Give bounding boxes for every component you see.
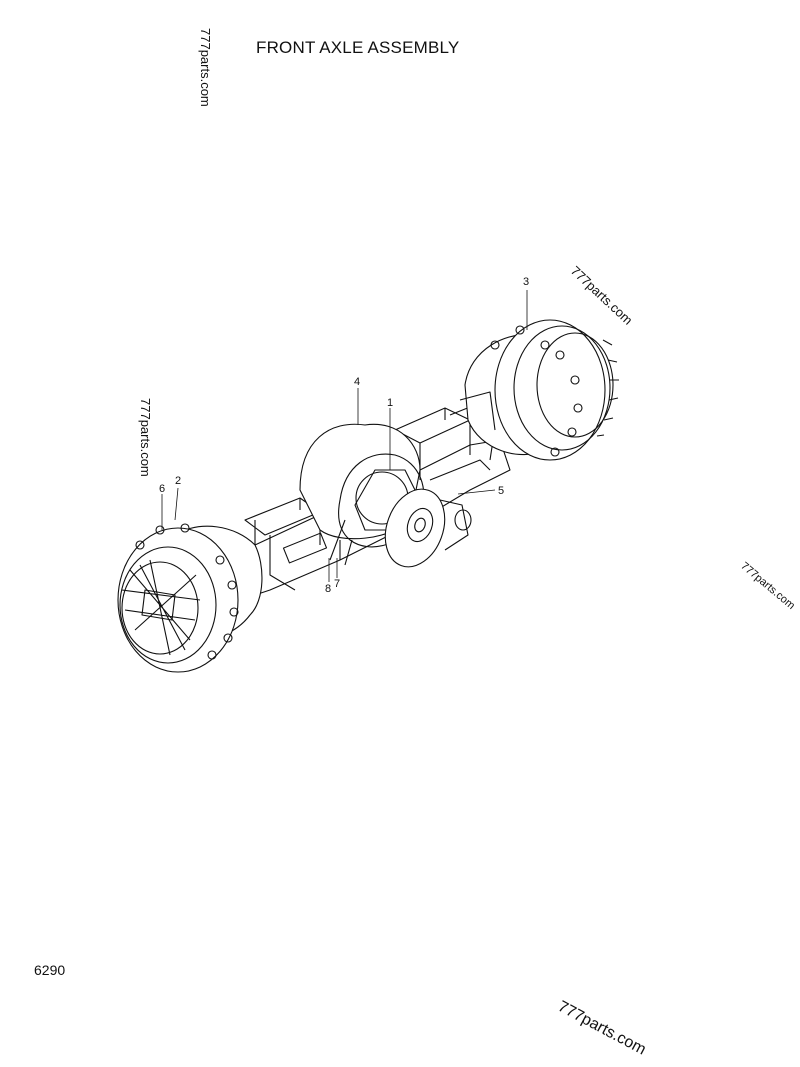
- page-number: 6290: [34, 962, 66, 978]
- callout-5: 5: [498, 485, 504, 497]
- callout-4: 4: [354, 376, 360, 388]
- leader-lines: [161, 290, 528, 582]
- right-wheel-hub: [459, 319, 619, 461]
- left-wheel-hub: [117, 523, 263, 673]
- callout-3: 3: [523, 276, 529, 288]
- pinion-flange: [384, 488, 472, 568]
- callout-8: 8: [325, 583, 331, 595]
- callout-2: 2: [175, 475, 181, 487]
- callout-6: 6: [159, 483, 165, 495]
- callout-1: 1: [387, 397, 393, 409]
- callout-7: 7: [334, 578, 340, 590]
- diagram-title: FRONT AXLE ASSEMBLY: [256, 38, 460, 57]
